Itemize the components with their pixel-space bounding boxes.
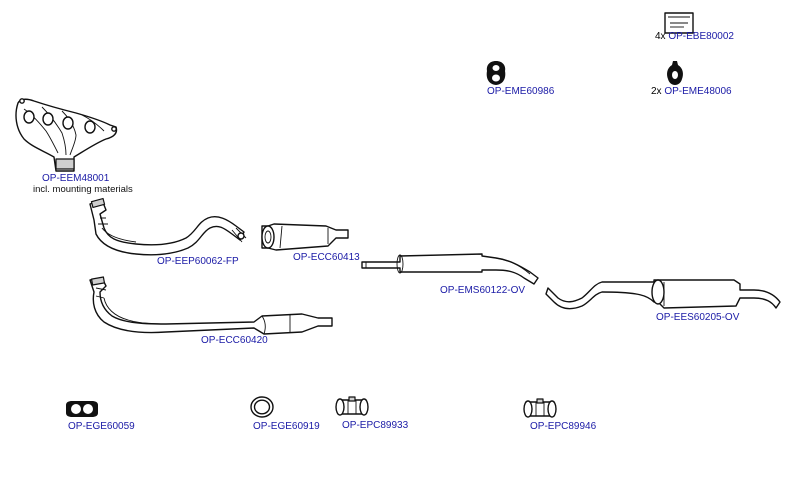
- pipe-clamp-icon[interactable]: [334, 396, 370, 423]
- part-code: OP-EEM48001: [42, 173, 110, 184]
- flange-gasket-icon[interactable]: [64, 400, 100, 423]
- catalytic-converter-pipe-icon[interactable]: [86, 276, 338, 345]
- part-code-epc89933[interactable]: OP-EPC89933: [342, 420, 408, 431]
- ring-gasket-icon[interactable]: [250, 396, 274, 423]
- front-pipe-icon[interactable]: [86, 197, 251, 263]
- part-code: OP-EME60986: [487, 86, 555, 97]
- part-code: OP-ECC60413: [293, 252, 360, 263]
- rubber-hanger-icon[interactable]: [485, 60, 507, 91]
- part-code: OP-EME48006: [664, 86, 732, 97]
- part-code: OP-ECC60420: [201, 335, 268, 346]
- part-code: OP-EBE80002: [668, 31, 734, 42]
- rear-silencer-icon[interactable]: [544, 276, 784, 317]
- part-code-ecc60420[interactable]: OP-ECC60420: [201, 335, 268, 346]
- part-code-ems60122[interactable]: OP-EMS60122-OV: [440, 285, 525, 296]
- part-code-eem48001[interactable]: OP-EEM48001: [42, 173, 109, 184]
- part-code: OP-EEP60062-FP: [157, 256, 239, 267]
- part-code-ege60059[interactable]: OP-EGE60059: [68, 421, 135, 432]
- part-code: OP-EGE60059: [68, 421, 135, 432]
- rubber-mount-icon[interactable]: [665, 60, 685, 91]
- part-code-eme48006[interactable]: 2x OP-EME48006: [651, 86, 732, 97]
- mounting-materials-note: incl. mounting materials: [33, 184, 133, 195]
- part-code: OP-EGE60919: [253, 421, 320, 432]
- pipe-clamp-icon[interactable]: [522, 398, 558, 425]
- catalytic-converter-icon[interactable]: [256, 220, 352, 259]
- clamp-bracket-icon[interactable]: [664, 12, 694, 39]
- part-code-epc89946[interactable]: OP-EPC89946: [530, 421, 596, 432]
- part-code: OP-EPC89946: [530, 421, 597, 432]
- middle-silencer-icon[interactable]: [360, 244, 544, 291]
- part-code: OP-EPC89933: [342, 420, 409, 431]
- part-code-ecc60413[interactable]: OP-ECC60413: [293, 252, 360, 263]
- part-code-ege60919[interactable]: OP-EGE60919: [253, 421, 320, 432]
- quantity-label: 4x: [655, 31, 666, 42]
- part-code: OP-EMS60122-OV: [440, 285, 526, 296]
- exhaust-manifold-icon[interactable]: [10, 95, 120, 180]
- part-code-ebe80002[interactable]: 4x OP-EBE80002: [655, 31, 734, 42]
- part-code-ees60205[interactable]: OP-EES60205-OV: [656, 312, 739, 323]
- part-code: OP-EES60205-OV: [656, 312, 740, 323]
- part-code-eep60062[interactable]: OP-EEP60062-FP: [157, 256, 239, 267]
- quantity-label: 2x: [651, 86, 662, 97]
- part-code-eme60986[interactable]: OP-EME60986: [487, 86, 554, 97]
